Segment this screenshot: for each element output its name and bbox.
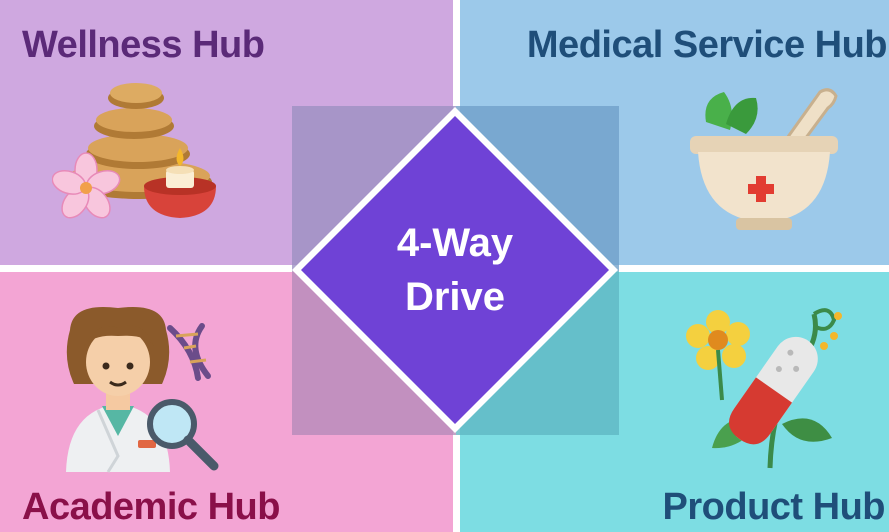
academic-hub-title: Academic Hub	[22, 486, 280, 528]
product-hub-title: Product Hub	[662, 486, 886, 528]
medical-service-hub-title: Medical Service Hub	[526, 24, 888, 66]
center-label: 4-Way Drive	[330, 216, 580, 324]
center-label-line2: Drive	[404, 275, 506, 319]
scientist-icon	[66, 306, 219, 473]
herbal-capsule-icon	[686, 308, 842, 469]
spa-stones-icon	[52, 83, 216, 219]
mortar-pestle-icon	[690, 88, 838, 230]
wellness-hub-title: Wellness Hub	[22, 24, 265, 66]
center-label-line1: 4-Way	[396, 221, 514, 265]
center-diamond	[292, 107, 618, 433]
